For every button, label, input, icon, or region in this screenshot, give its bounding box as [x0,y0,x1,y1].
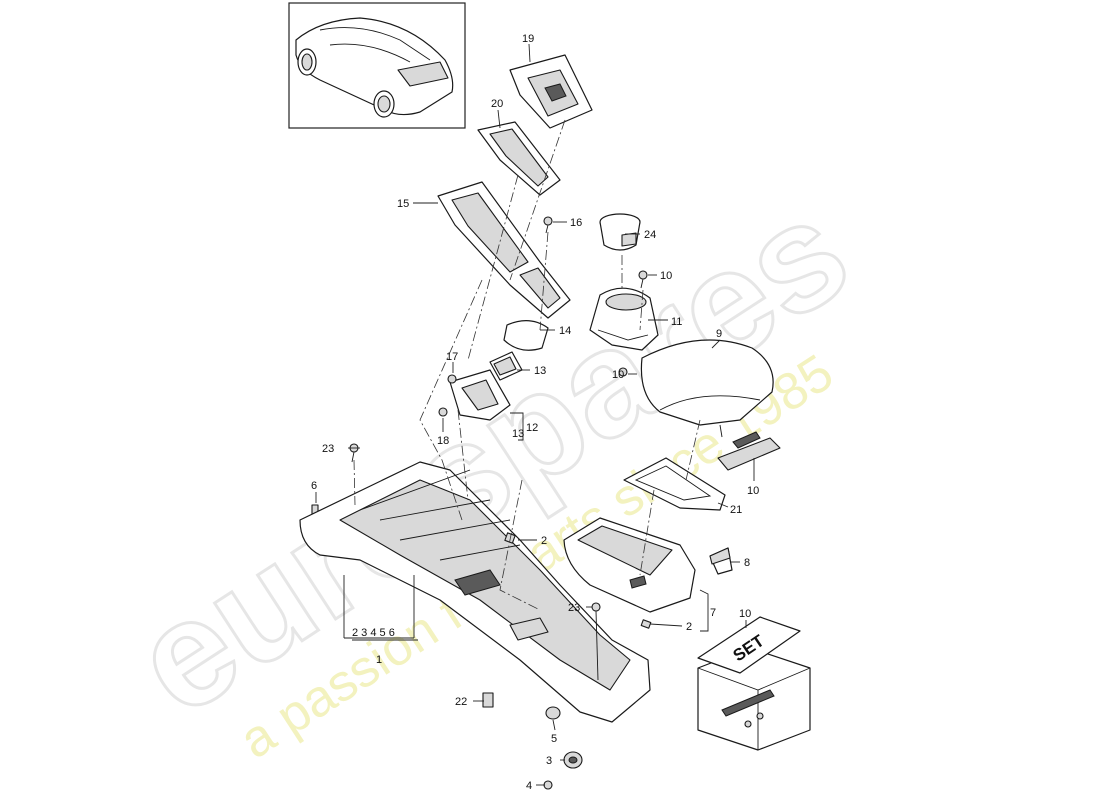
callout-12: 12 [526,422,538,434]
callout-2-b: 2 [686,621,692,633]
callout-2-a: 2 [541,535,547,547]
callout-3: 3 [546,755,552,767]
callout-23-a: 23 [322,443,334,455]
callout-10-a: 10 [660,270,672,282]
part-12-cup-holder [447,369,511,421]
callout-22: 22 [455,696,467,708]
part-10-screw-a [638,270,648,289]
callout-10-c: 10 [747,485,759,497]
part-18-screw [438,407,448,417]
part-21-storage-mat [623,457,726,511]
part-24-cup-insert [599,213,641,251]
callout-11: 11 [671,316,682,328]
part-1-center-console [299,461,651,723]
part-10-repair-set-box: SET [697,616,811,751]
callout-23-b: 23 [568,602,580,614]
part-14-pad [503,320,549,351]
callout-7: 7 [710,607,716,619]
part-5-grommet [545,706,561,720]
callout-14: 14 [559,325,571,337]
part-3-socket [563,751,583,769]
callout-13-a: 13 [534,365,546,377]
callout-13-b: 13 [512,428,524,440]
part-4-screw [543,780,553,790]
callout-1: 1 [376,654,382,666]
callout-10-d: 10 [739,608,751,620]
callout-5: 5 [551,733,557,745]
callout-9: 9 [716,328,722,340]
callout-1-subparts: 2 3 4 5 6 [352,627,395,639]
assembly-lines [353,119,701,611]
callout-6: 6 [311,480,317,492]
part-10-hinge-kit [717,431,781,471]
leader-lines [315,43,755,786]
part-22-cover [482,692,494,708]
part-19-gear-selector-trim [509,54,593,129]
callout-4: 4 [526,780,532,792]
callout-10-b: 10 [612,369,624,381]
callout-20: 20 [491,98,503,110]
callout-8: 8 [744,557,750,569]
callout-21: 21 [730,504,742,516]
callout-17: 17 [446,351,458,363]
callout-labels: 19 20 15 16 24 10 11 10 9 14 17 13 18 13… [311,33,759,792]
part-8-clip [709,547,733,575]
callout-18: 18 [437,435,449,447]
part-10-screw-b [618,367,628,377]
part-2-clip-b [640,619,652,629]
callout-19: 19 [522,33,534,45]
part-9-armrest-lid [640,339,774,438]
part-7-storage-compartment [563,517,696,613]
part-16-screw [543,216,553,234]
part-11-storage-housing [589,287,659,351]
part-20-trim-frame [477,121,561,196]
part-15-console-trim-panel [437,181,571,319]
vehicle-thumbnail [288,2,466,129]
callout-15: 15 [397,198,409,210]
callout-16: 16 [570,217,582,229]
callout-24: 24 [644,229,656,241]
